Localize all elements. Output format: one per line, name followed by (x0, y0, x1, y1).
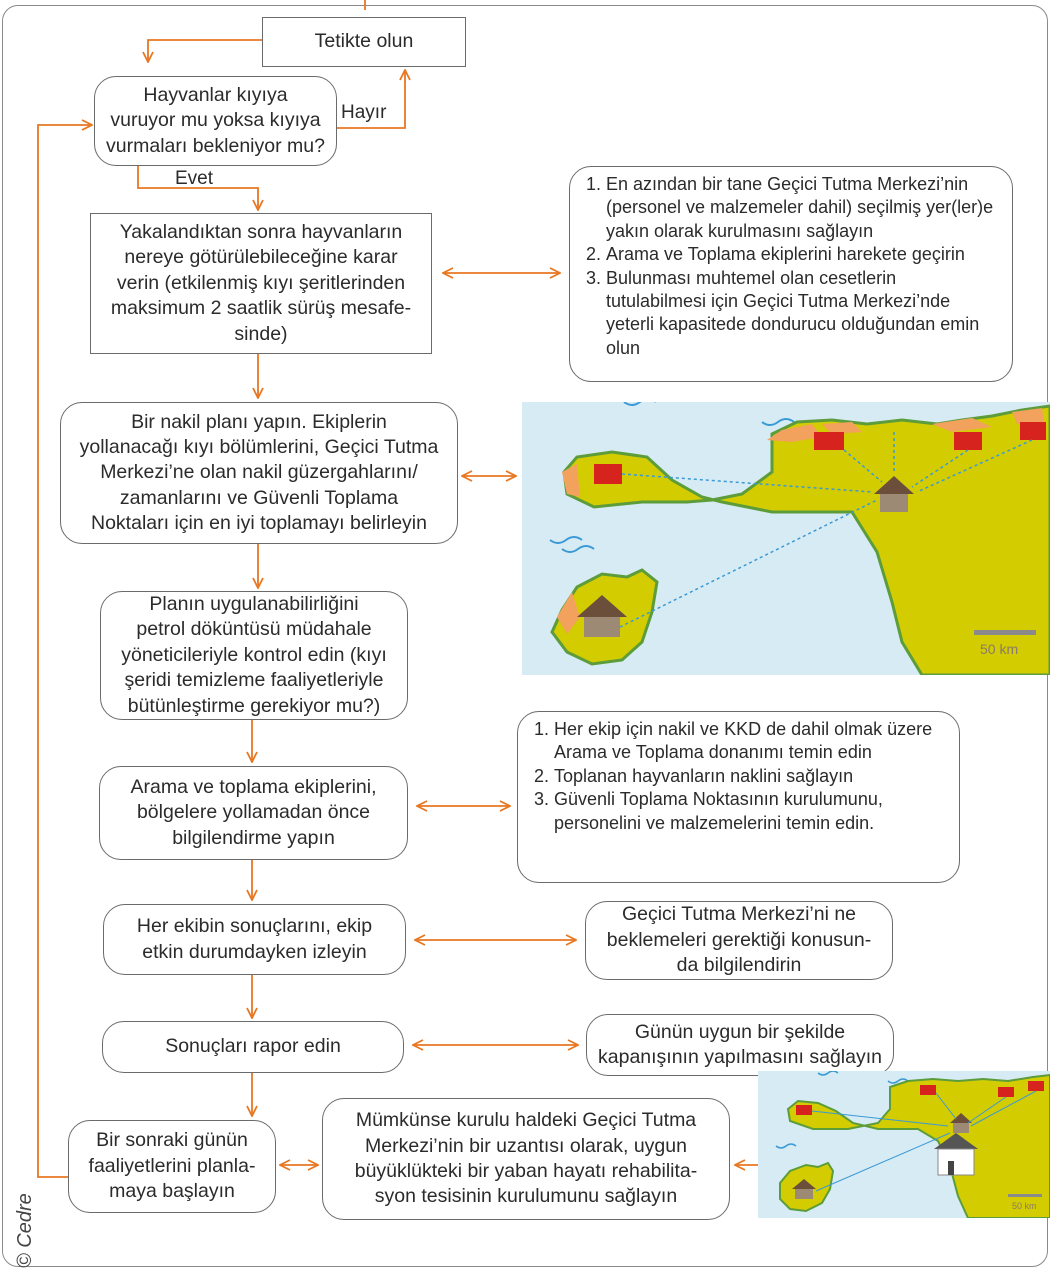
box-setup-list: En azından bir tane Geçici Tutma Merkezi… (569, 166, 1013, 382)
house-icon (792, 1113, 978, 1199)
box-question: Hayvanlar kıyıya vuruyor mu yoksa kıyıya… (94, 76, 337, 166)
equip-item: Toplanan hayvanların naklini sağlayın (554, 765, 943, 788)
equip-item: Güvenli Toplama Noktasının kurulumunu, p… (554, 788, 943, 835)
setup-item: En azından bir tane Geçici Tutma Merkezi… (606, 173, 996, 243)
box-transport-plan: Bir nakil planı yapın. Ekiplerin yollana… (60, 402, 458, 544)
box-feasibility: Planın uygulanabilirliğini petrol dökünt… (100, 591, 408, 720)
label-no: Hayır (341, 102, 387, 123)
box-inform: Geçici Tutma Merkezi’ni ne beklemeleri g… (585, 901, 893, 980)
box-rehab: Mümkünse kurulu haldeki Geçici Tutma Mer… (322, 1098, 730, 1220)
box-alert: Tetikte olun (262, 17, 466, 67)
label-yes: Evet (175, 168, 214, 189)
setup-item: Bulunması muhtemel olan cesetlerin tutul… (606, 267, 996, 361)
equip-item: Her ekip için nakil ve KKD de dahil olma… (554, 718, 943, 765)
box-brief: Arama ve toplama ekiplerini, bölgelere y… (99, 766, 408, 860)
map-2-graphic: 50 km (758, 1071, 1050, 1218)
container-icon (796, 1081, 1044, 1115)
map-1-graphic: 50 km (522, 402, 1050, 675)
credit: © Cedre (14, 1193, 36, 1268)
container-icon (594, 422, 1046, 484)
scale-bar (1008, 1194, 1042, 1197)
box-monitor: Her ekibin sonuçlarını, ekip etkin durum… (103, 904, 406, 975)
scale-label: 50 km (1012, 1201, 1037, 1211)
setup-item: Arama ve Toplama ekiplerini harekete geç… (606, 243, 996, 266)
map-rehab: 50 km (758, 1071, 1050, 1218)
scale-bar (974, 630, 1036, 635)
box-equip-list: Her ekip için nakil ve KKD de dahil olma… (517, 711, 960, 883)
box-closing: Günün uygun bir şekilde kapanışının yapı… (586, 1014, 894, 1076)
box-decide-location: Yakalandıktan sonra hayvanların nereye g… (90, 213, 432, 354)
scale-label: 50 km (980, 641, 1018, 657)
box-report: Sonuçları rapor edin (102, 1021, 404, 1073)
map-transport-plan: 50 km (522, 402, 1050, 675)
house-icon (577, 476, 914, 637)
box-next-day: Bir sonraki günün faaliyetlerini planla-… (68, 1120, 276, 1213)
wave-icon (623, 402, 656, 406)
